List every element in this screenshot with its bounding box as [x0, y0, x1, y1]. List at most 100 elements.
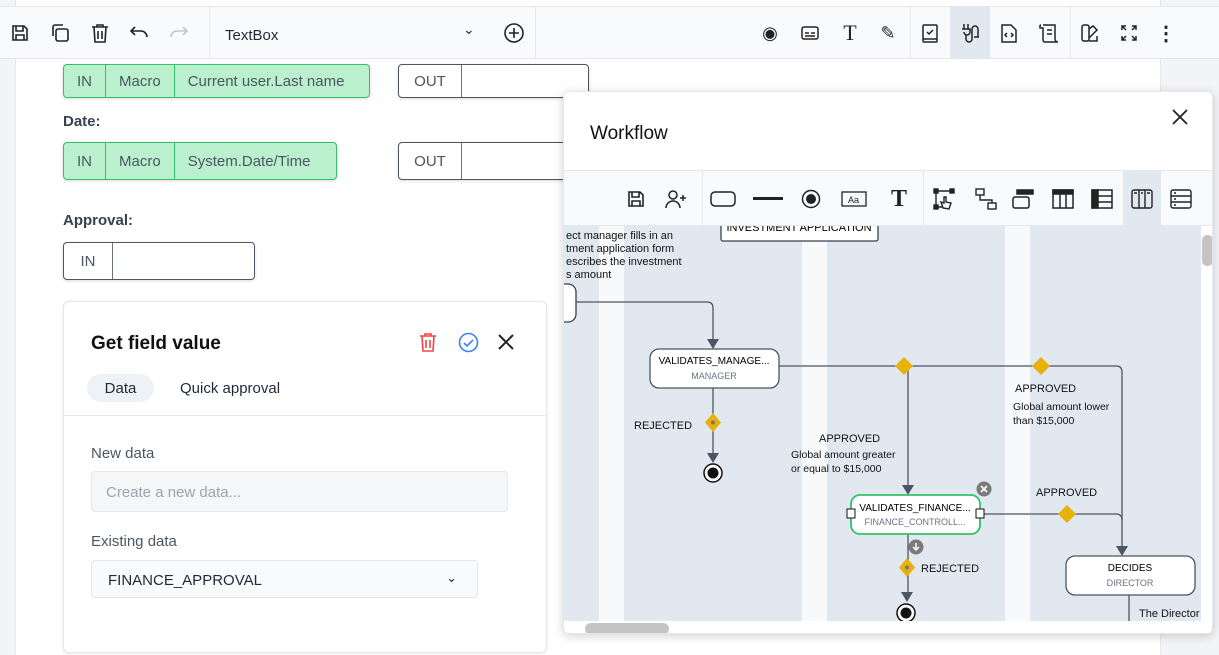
- script-icon[interactable]: [1035, 19, 1063, 47]
- scrollbar-thumb[interactable]: [1202, 235, 1212, 266]
- gateway-icon[interactable]: [1058, 505, 1076, 523]
- copy-icon[interactable]: [46, 19, 74, 47]
- label-icon[interactable]: Aa: [838, 183, 870, 215]
- new-data-label: New data: [91, 445, 155, 462]
- end-node[interactable]: [896, 603, 916, 621]
- delete-icon[interactable]: [419, 332, 437, 357]
- vertical-scrollbar[interactable]: [1201, 226, 1212, 621]
- preview-icon[interactable]: ◉: [762, 22, 778, 43]
- mapping-row-last-name[interactable]: IN Macro Current user.Last name: [63, 64, 370, 98]
- task-validates-manager[interactable]: [649, 348, 780, 389]
- edge: [779, 365, 1123, 547]
- form-icon[interactable]: [796, 19, 824, 47]
- arrowhead: [707, 453, 719, 463]
- workflow-toolbar: Aa T: [564, 170, 1212, 226]
- confirm-icon[interactable]: [458, 332, 479, 358]
- intro-text: s amount: [566, 269, 611, 281]
- add-user-icon[interactable]: [660, 183, 692, 215]
- resize-handle[interactable]: [975, 508, 985, 519]
- resize-handle[interactable]: [846, 508, 856, 519]
- save-icon[interactable]: [6, 19, 34, 47]
- theme-icon[interactable]: [1076, 19, 1104, 47]
- date-label: Date:: [63, 113, 101, 130]
- lane-separator: [599, 226, 624, 621]
- condition-text: than $15,000: [1013, 415, 1074, 427]
- delete-node-icon[interactable]: [976, 481, 992, 497]
- output-mapping-row1[interactable]: OUT: [398, 64, 589, 98]
- add-connection-icon[interactable]: [908, 539, 924, 555]
- scrollbar-thumb[interactable]: [585, 623, 669, 633]
- rectangle-icon[interactable]: [707, 183, 739, 215]
- fullscreen-icon[interactable]: [1115, 19, 1143, 47]
- end-node-icon[interactable]: [795, 183, 827, 215]
- tab-data[interactable]: Data: [87, 374, 154, 402]
- edit-shape-icon[interactable]: [928, 183, 960, 215]
- text-icon[interactable]: T: [843, 20, 857, 45]
- direction-in: IN: [80, 252, 96, 270]
- list-icon[interactable]: [1165, 183, 1197, 215]
- panel-title: Get field value: [91, 333, 221, 354]
- arrowhead: [1116, 546, 1128, 556]
- approved-label: APPROVED: [1015, 383, 1076, 395]
- tab-quick-approval[interactable]: Quick approval: [180, 380, 281, 397]
- arrowhead: [901, 592, 913, 602]
- condition-text: Global amount greater: [791, 449, 896, 461]
- code-icon[interactable]: [995, 19, 1023, 47]
- new-data-input[interactable]: Create a new data...: [91, 471, 508, 512]
- workflow-canvas[interactable]: ect manager fills in an tment applicatio…: [564, 226, 1201, 621]
- mapping-row-date[interactable]: IN Macro System.Date/Time: [63, 142, 337, 180]
- close-icon[interactable]: [1171, 108, 1189, 131]
- columns-icon[interactable]: [1047, 183, 1079, 215]
- workflow-diagram[interactable]: ect manager fills in an tment applicatio…: [564, 226, 1201, 621]
- trash-icon[interactable]: [86, 19, 114, 47]
- start-task[interactable]: [564, 283, 577, 323]
- approved-label: APPROVED: [1036, 487, 1097, 499]
- line-icon[interactable]: [752, 183, 784, 215]
- selected-value: FINANCE_APPROVAL: [108, 572, 262, 589]
- rejected-label: REJECTED: [634, 420, 692, 432]
- task-validates-finance-selected[interactable]: [850, 494, 981, 535]
- end-node[interactable]: [703, 463, 723, 483]
- rows-icon[interactable]: [1086, 183, 1118, 215]
- mapping-row-approval[interactable]: IN: [63, 242, 255, 280]
- main-toolbar: TextBox ⌄ ◉ T ✎ ⋮: [0, 6, 1219, 59]
- header-icon[interactable]: [1007, 183, 1039, 215]
- svg-text:Aa: Aa: [848, 195, 859, 205]
- component-select[interactable]: TextBox ⌄: [210, 7, 535, 59]
- task-role: MANAGER: [691, 371, 737, 381]
- horizontal-scrollbar[interactable]: [564, 621, 1212, 633]
- approved-label: APPROVED: [819, 433, 880, 445]
- investment-application-box[interactable]: [720, 226, 879, 242]
- connector-icon[interactable]: [970, 183, 1002, 215]
- task-name: VALIDATES_FINANCE...: [859, 503, 970, 514]
- more-icon[interactable]: ⋮: [1156, 22, 1176, 45]
- task-decides-director[interactable]: [1065, 555, 1196, 596]
- direction-in: IN: [77, 72, 92, 90]
- mapping-value: System.Date/Time: [173, 143, 324, 179]
- connector-tab[interactable]: [950, 7, 990, 59]
- close-icon[interactable]: [497, 333, 515, 356]
- lanes-tool[interactable]: [1123, 171, 1161, 226]
- edge: [576, 301, 714, 341]
- task-role: DIRECTOR: [1107, 578, 1154, 588]
- component-select-value: TextBox: [225, 27, 279, 44]
- intro-text: escribes the investment: [566, 256, 682, 268]
- arrowhead: [902, 485, 914, 495]
- redo-icon: [165, 19, 193, 47]
- save-icon[interactable]: [620, 183, 652, 215]
- checklist-icon[interactable]: [916, 19, 944, 47]
- arrowhead: [707, 339, 719, 349]
- gateway-icon[interactable]: [895, 357, 913, 375]
- approval-label: Approval:: [63, 212, 134, 229]
- text-icon[interactable]: T: [890, 185, 907, 212]
- design-icon[interactable]: ✎: [880, 22, 896, 43]
- condition-text: or equal to $15,000: [791, 463, 882, 475]
- lanes-icon: [1126, 183, 1158, 215]
- direction-out: OUT: [414, 152, 446, 170]
- output-mapping-date[interactable]: OUT: [398, 142, 589, 180]
- existing-data-select[interactable]: FINANCE_APPROVAL ⌄: [91, 560, 478, 598]
- add-icon[interactable]: [500, 19, 528, 47]
- existing-data-label: Existing data: [91, 533, 177, 550]
- undo-icon[interactable]: [125, 19, 153, 47]
- gateway-icon[interactable]: [1032, 357, 1050, 375]
